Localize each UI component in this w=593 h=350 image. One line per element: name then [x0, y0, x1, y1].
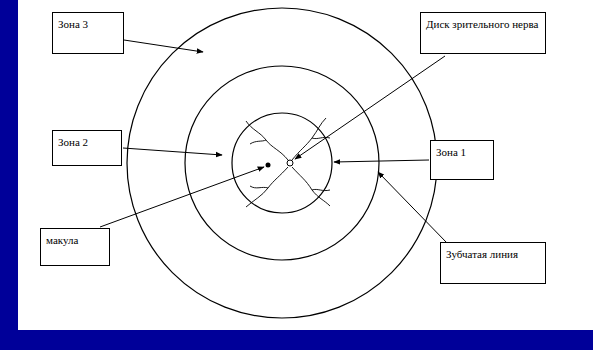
vessel: [250, 186, 268, 188]
label-box: Зона 3: [52, 12, 124, 54]
leader-line: [295, 56, 445, 159]
leader-line: [100, 167, 264, 227]
label-text: Зона 2: [58, 136, 116, 149]
label-text: Зубчатая линия: [446, 248, 540, 261]
label-box: Зона 2: [52, 130, 122, 166]
vessel: [250, 140, 266, 144]
macula-dot: [266, 163, 271, 168]
label-box: Зона 1: [430, 140, 494, 180]
leader-line: [124, 40, 203, 52]
vessel: [246, 167, 288, 207]
vessel: [292, 118, 326, 160]
label-box: Диск зрительного нерва: [420, 12, 546, 54]
leader-line: [334, 160, 429, 162]
vessel: [246, 121, 288, 160]
vessel: [312, 189, 330, 190]
label-box: макула: [40, 228, 110, 266]
leader-line: [123, 148, 222, 155]
vessels: [246, 118, 330, 207]
label-text: макула: [46, 234, 104, 247]
label-text: Диск зрительного нерва: [426, 18, 540, 31]
middle-circle: [185, 66, 379, 260]
label-text: Зона 1: [436, 146, 488, 159]
label-box: Зубчатая линия: [440, 242, 546, 284]
label-text: Зона 3: [58, 18, 118, 31]
inner-circle: [232, 113, 332, 213]
leader-line: [378, 172, 447, 243]
optic-disc: [287, 160, 293, 166]
vessel: [292, 167, 330, 206]
vessel: [312, 137, 330, 138]
outer-circle: [127, 8, 437, 318]
